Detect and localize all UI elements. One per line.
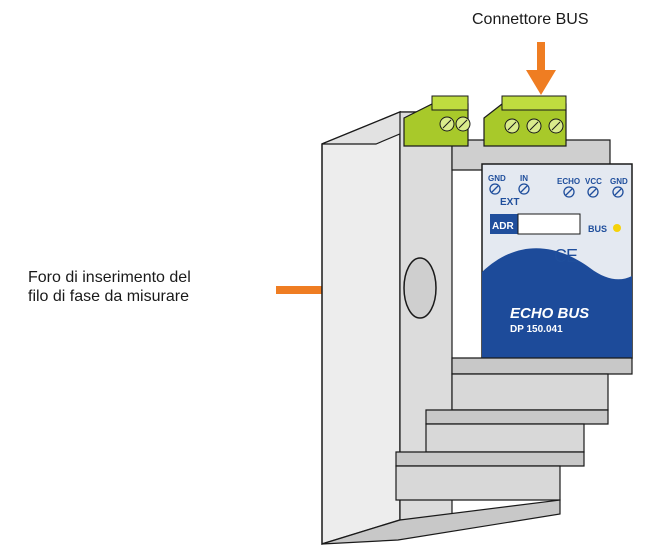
label-ext: EXT bbox=[500, 197, 519, 208]
terminal-block-bus bbox=[483, 95, 567, 147]
terminal-screws-front bbox=[489, 183, 624, 198]
model-number: DP 150.041 bbox=[510, 324, 563, 335]
ce-mark: CE bbox=[554, 246, 578, 266]
screw-icon bbox=[563, 186, 575, 198]
label-in: IN bbox=[520, 174, 528, 183]
label-vcc: VCC bbox=[585, 177, 602, 186]
screw-icon bbox=[587, 186, 599, 198]
terminal-block-small bbox=[403, 95, 471, 147]
bus-connector-arrow bbox=[526, 42, 556, 95]
screw-icon bbox=[518, 183, 530, 195]
bus-led-label: BUS bbox=[588, 224, 607, 234]
screw-icon bbox=[612, 186, 624, 198]
bus-led-icon bbox=[613, 224, 621, 232]
label-gnd-top: GND bbox=[488, 174, 506, 183]
label-echo: ECHO bbox=[557, 177, 580, 186]
address-field: ADR bbox=[490, 213, 581, 235]
phase-hole-callout-line1: Foro di inserimento del bbox=[28, 269, 191, 286]
screw-icon bbox=[489, 183, 501, 195]
phase-hole-callout: Foro di inserimento del filo di fase da … bbox=[28, 268, 278, 306]
adr-label: ADR bbox=[492, 221, 514, 232]
stepped-base bbox=[321, 357, 633, 545]
phase-hole-callout-line2: filo di fase da misurare bbox=[28, 288, 189, 305]
phase-wire-hole bbox=[403, 257, 437, 319]
brand-name: ECHO BUS bbox=[510, 305, 589, 322]
label-gnd-right: GND bbox=[610, 177, 628, 186]
bus-connector-callout: Connettore BUS bbox=[472, 11, 589, 28]
terminal-labels: GND IN ECHO VCC GND EXT bbox=[488, 174, 628, 208]
front-panel bbox=[481, 163, 633, 359]
